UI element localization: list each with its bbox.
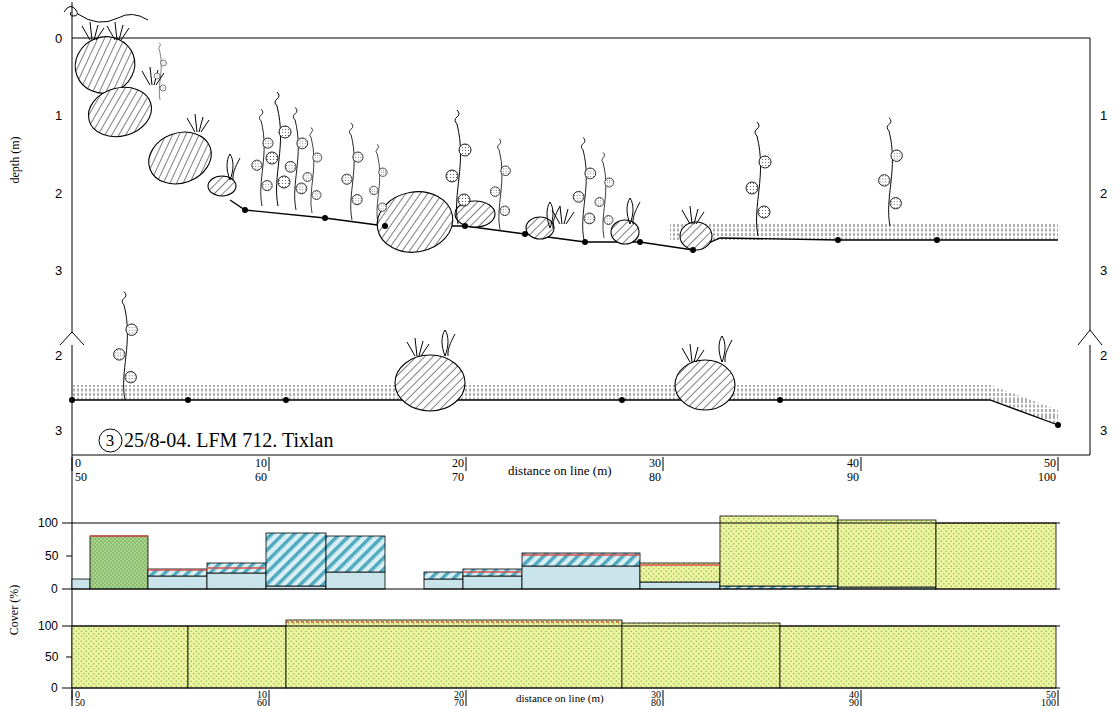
axis-label: 0 — [55, 32, 62, 45]
axis-label: 100 — [1038, 471, 1056, 483]
axis-label: 30 — [649, 457, 661, 469]
axis-label: 100 — [38, 517, 58, 529]
axis-label: 3 — [55, 424, 62, 437]
axis-title: depth (m) — [8, 137, 20, 184]
axis-label: 20 — [452, 457, 464, 469]
axis-label: 70 — [454, 698, 464, 708]
axis-label: 1 — [55, 109, 62, 122]
axis-label: 25/8-04. LFM 712. Tixlan — [124, 430, 333, 450]
axis-label: distance on line (m) — [508, 464, 612, 477]
axis-label: 3 — [1100, 264, 1107, 277]
axis-label: 1 — [1100, 109, 1107, 122]
axis-label: 60 — [255, 471, 267, 483]
axis-label: 50 — [45, 651, 58, 663]
axis-label: 0 — [51, 682, 58, 694]
axis-label: 2 — [55, 187, 62, 200]
axis-label: distance on line (m) — [516, 693, 604, 704]
axis-title: Cover (%) — [8, 585, 20, 635]
axis-label: 50 — [1044, 457, 1056, 469]
axis-label: 90 — [847, 471, 859, 483]
axis-label: 3 — [1100, 424, 1107, 437]
axis-label: 100 — [38, 620, 58, 632]
axis-label: 2 — [1100, 187, 1107, 200]
axis-label: 0 — [75, 457, 81, 469]
axis-label: 80 — [651, 698, 661, 708]
axis-label: 50 — [45, 550, 58, 562]
axis-label: 80 — [649, 471, 661, 483]
axis-label: 50 — [75, 471, 87, 483]
callout-number: 3 — [98, 428, 123, 449]
axis-label: 10 — [255, 457, 267, 469]
axis-label: 50 — [75, 698, 85, 708]
axis-label: 60 — [257, 698, 267, 708]
axis-label: 2 — [55, 349, 62, 362]
axis-label: 3 — [55, 264, 62, 277]
axis-label: 0 — [51, 583, 58, 595]
axis-label: 90 — [849, 698, 859, 708]
axis-label: 70 — [452, 471, 464, 483]
axis-label: 2 — [1100, 349, 1107, 362]
circled-number: 3 — [98, 428, 123, 453]
axis-label: 100 — [1041, 698, 1056, 708]
axis-label: 40 — [847, 457, 859, 469]
